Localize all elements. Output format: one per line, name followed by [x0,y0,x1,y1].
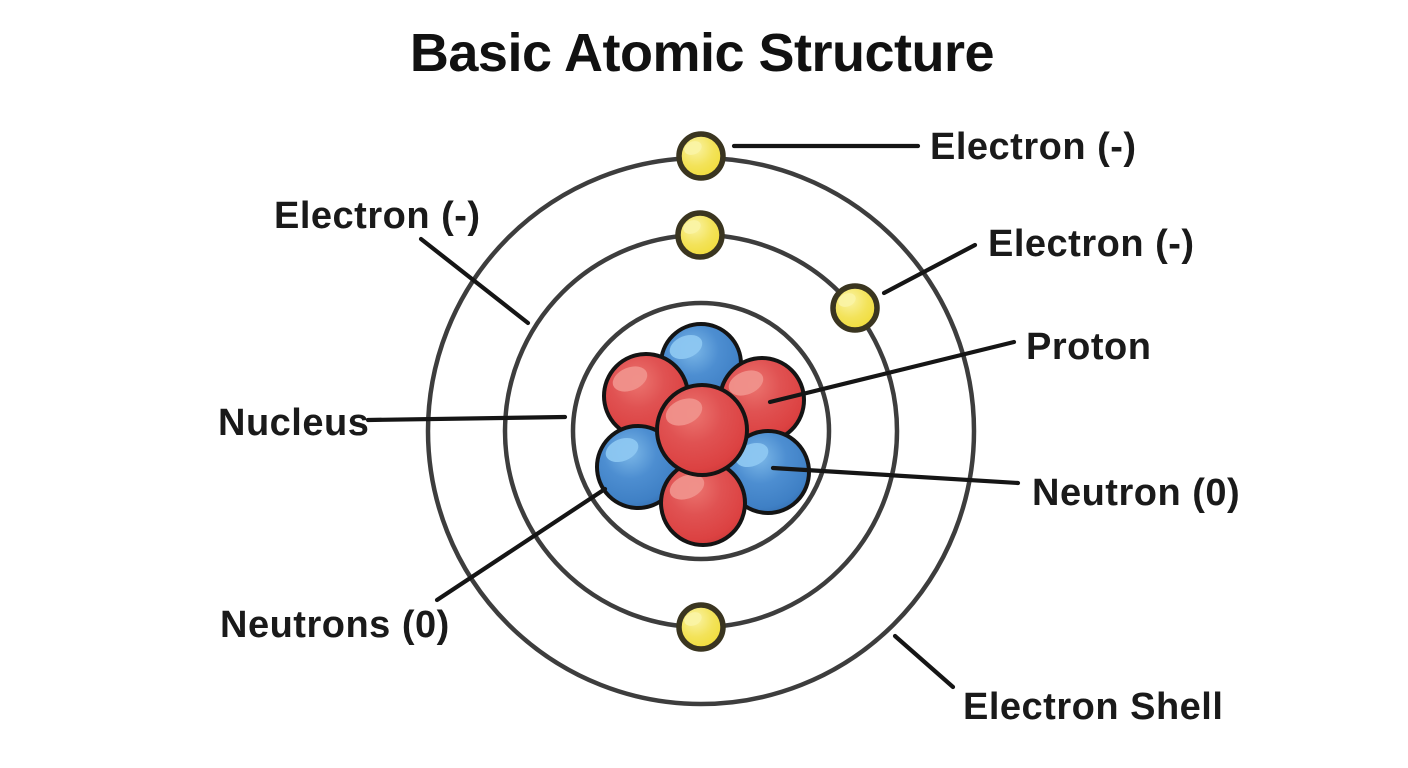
proton-sphere-center [655,383,749,477]
electron-outer-top-highlight [684,141,702,155]
proton-top-left-highlight [612,366,648,392]
label-electron-top: Electron (-) [930,126,1137,168]
label-electron-right: Electron (-) [988,223,1195,265]
diagram-title: Basic Atomic Structure [410,23,994,83]
electron-dot-inner-top [675,210,725,260]
electron-dot-inner-right [830,283,880,333]
nucleus-boundary-circle [570,300,832,562]
electron-inner-bottom-highlight [684,612,702,626]
electrons [675,131,880,652]
neutron-bottom-left-highlight [605,437,639,463]
electron-inner-right-highlight [838,293,856,307]
label-line-nucleus [365,414,568,423]
label-nucleus: Nucleus [218,402,369,444]
label-electron-left: Electron (-) [274,195,481,237]
label-proton: Proton [1026,326,1151,368]
label-neutrons: Neutrons (0) [220,604,450,646]
label-line-electron-left [418,236,531,326]
nucleus-cluster [595,322,811,547]
label-line-electron-shell [892,633,956,690]
label-line-neutrons [434,486,608,603]
electron-dot-outer-top [676,131,726,181]
neutron-top-highlight [669,334,703,360]
label-electron-shell: Electron Shell [963,686,1223,728]
electron-inner-top-highlight [683,220,701,234]
label-line-electron-right [881,242,978,296]
label-line-neutron [770,465,1021,486]
proton-top-right-highlight [728,370,764,396]
label-line-proton [767,339,1017,405]
electron-dot-inner-bottom [676,602,726,652]
proton-bottom-highlight [669,474,705,500]
proton-center-highlight [665,398,703,426]
label-neutron: Neutron (0) [1032,472,1240,514]
